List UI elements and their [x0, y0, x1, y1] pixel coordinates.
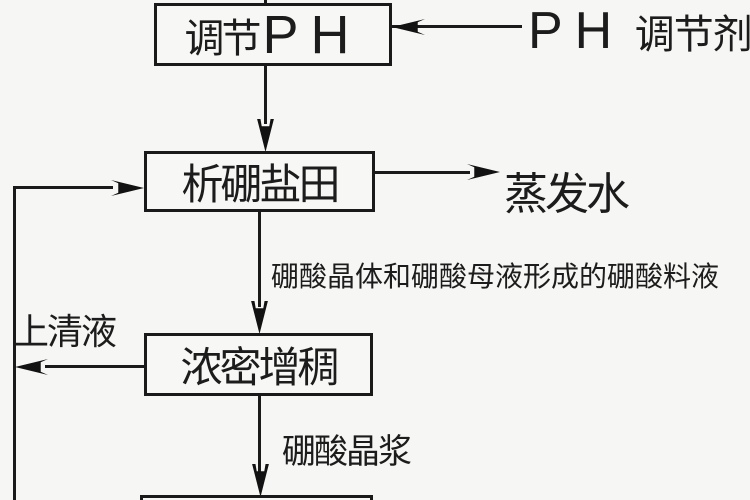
ph-agent-label: PH 调节剂 — [528, 2, 750, 60]
crystal-slurry-label: 硼酸晶浆 — [282, 433, 412, 471]
supernatant-label: 上清液 — [13, 311, 117, 352]
arrow-left-icon — [15, 359, 48, 375]
process-box-bottom-partial — [140, 495, 373, 500]
process-box-adjust-ph: 调节 PH — [154, 3, 392, 66]
evaporated-water-label: 蒸发水 — [504, 170, 630, 219]
recycle-line-bottom — [45, 365, 145, 368]
adjust-ph-label-cn: 调节 — [184, 16, 261, 61]
ph-agent-latin: PH — [528, 2, 625, 60]
connector-1-2 — [264, 64, 267, 124]
recycle-line-vertical — [13, 186, 16, 500]
boron-field-label: 析硼盐田 — [181, 161, 340, 208]
arrow-right-icon — [467, 164, 500, 180]
connector-top-stub — [264, 0, 267, 5]
recycle-line-top — [13, 186, 113, 189]
process-box-thickening: 浓密增稠 — [144, 333, 373, 396]
ph-agent-rest: 调节剂 — [634, 13, 750, 57]
arrow-right-icon — [111, 180, 144, 196]
connector-evaporated-water — [375, 171, 470, 174]
adjust-ph-label-latin: PH — [262, 4, 362, 65]
connector-2-3 — [258, 210, 261, 307]
process-box-boron-field: 析硼盐田 — [144, 151, 375, 212]
connector-3-4 — [258, 394, 261, 472]
feed-liquid-label: 硼酸晶体和硼酸母液形成的硼酸料液 — [271, 261, 720, 292]
thickening-label: 浓密增稠 — [180, 344, 339, 391]
connector-ph-agent — [392, 25, 522, 28]
